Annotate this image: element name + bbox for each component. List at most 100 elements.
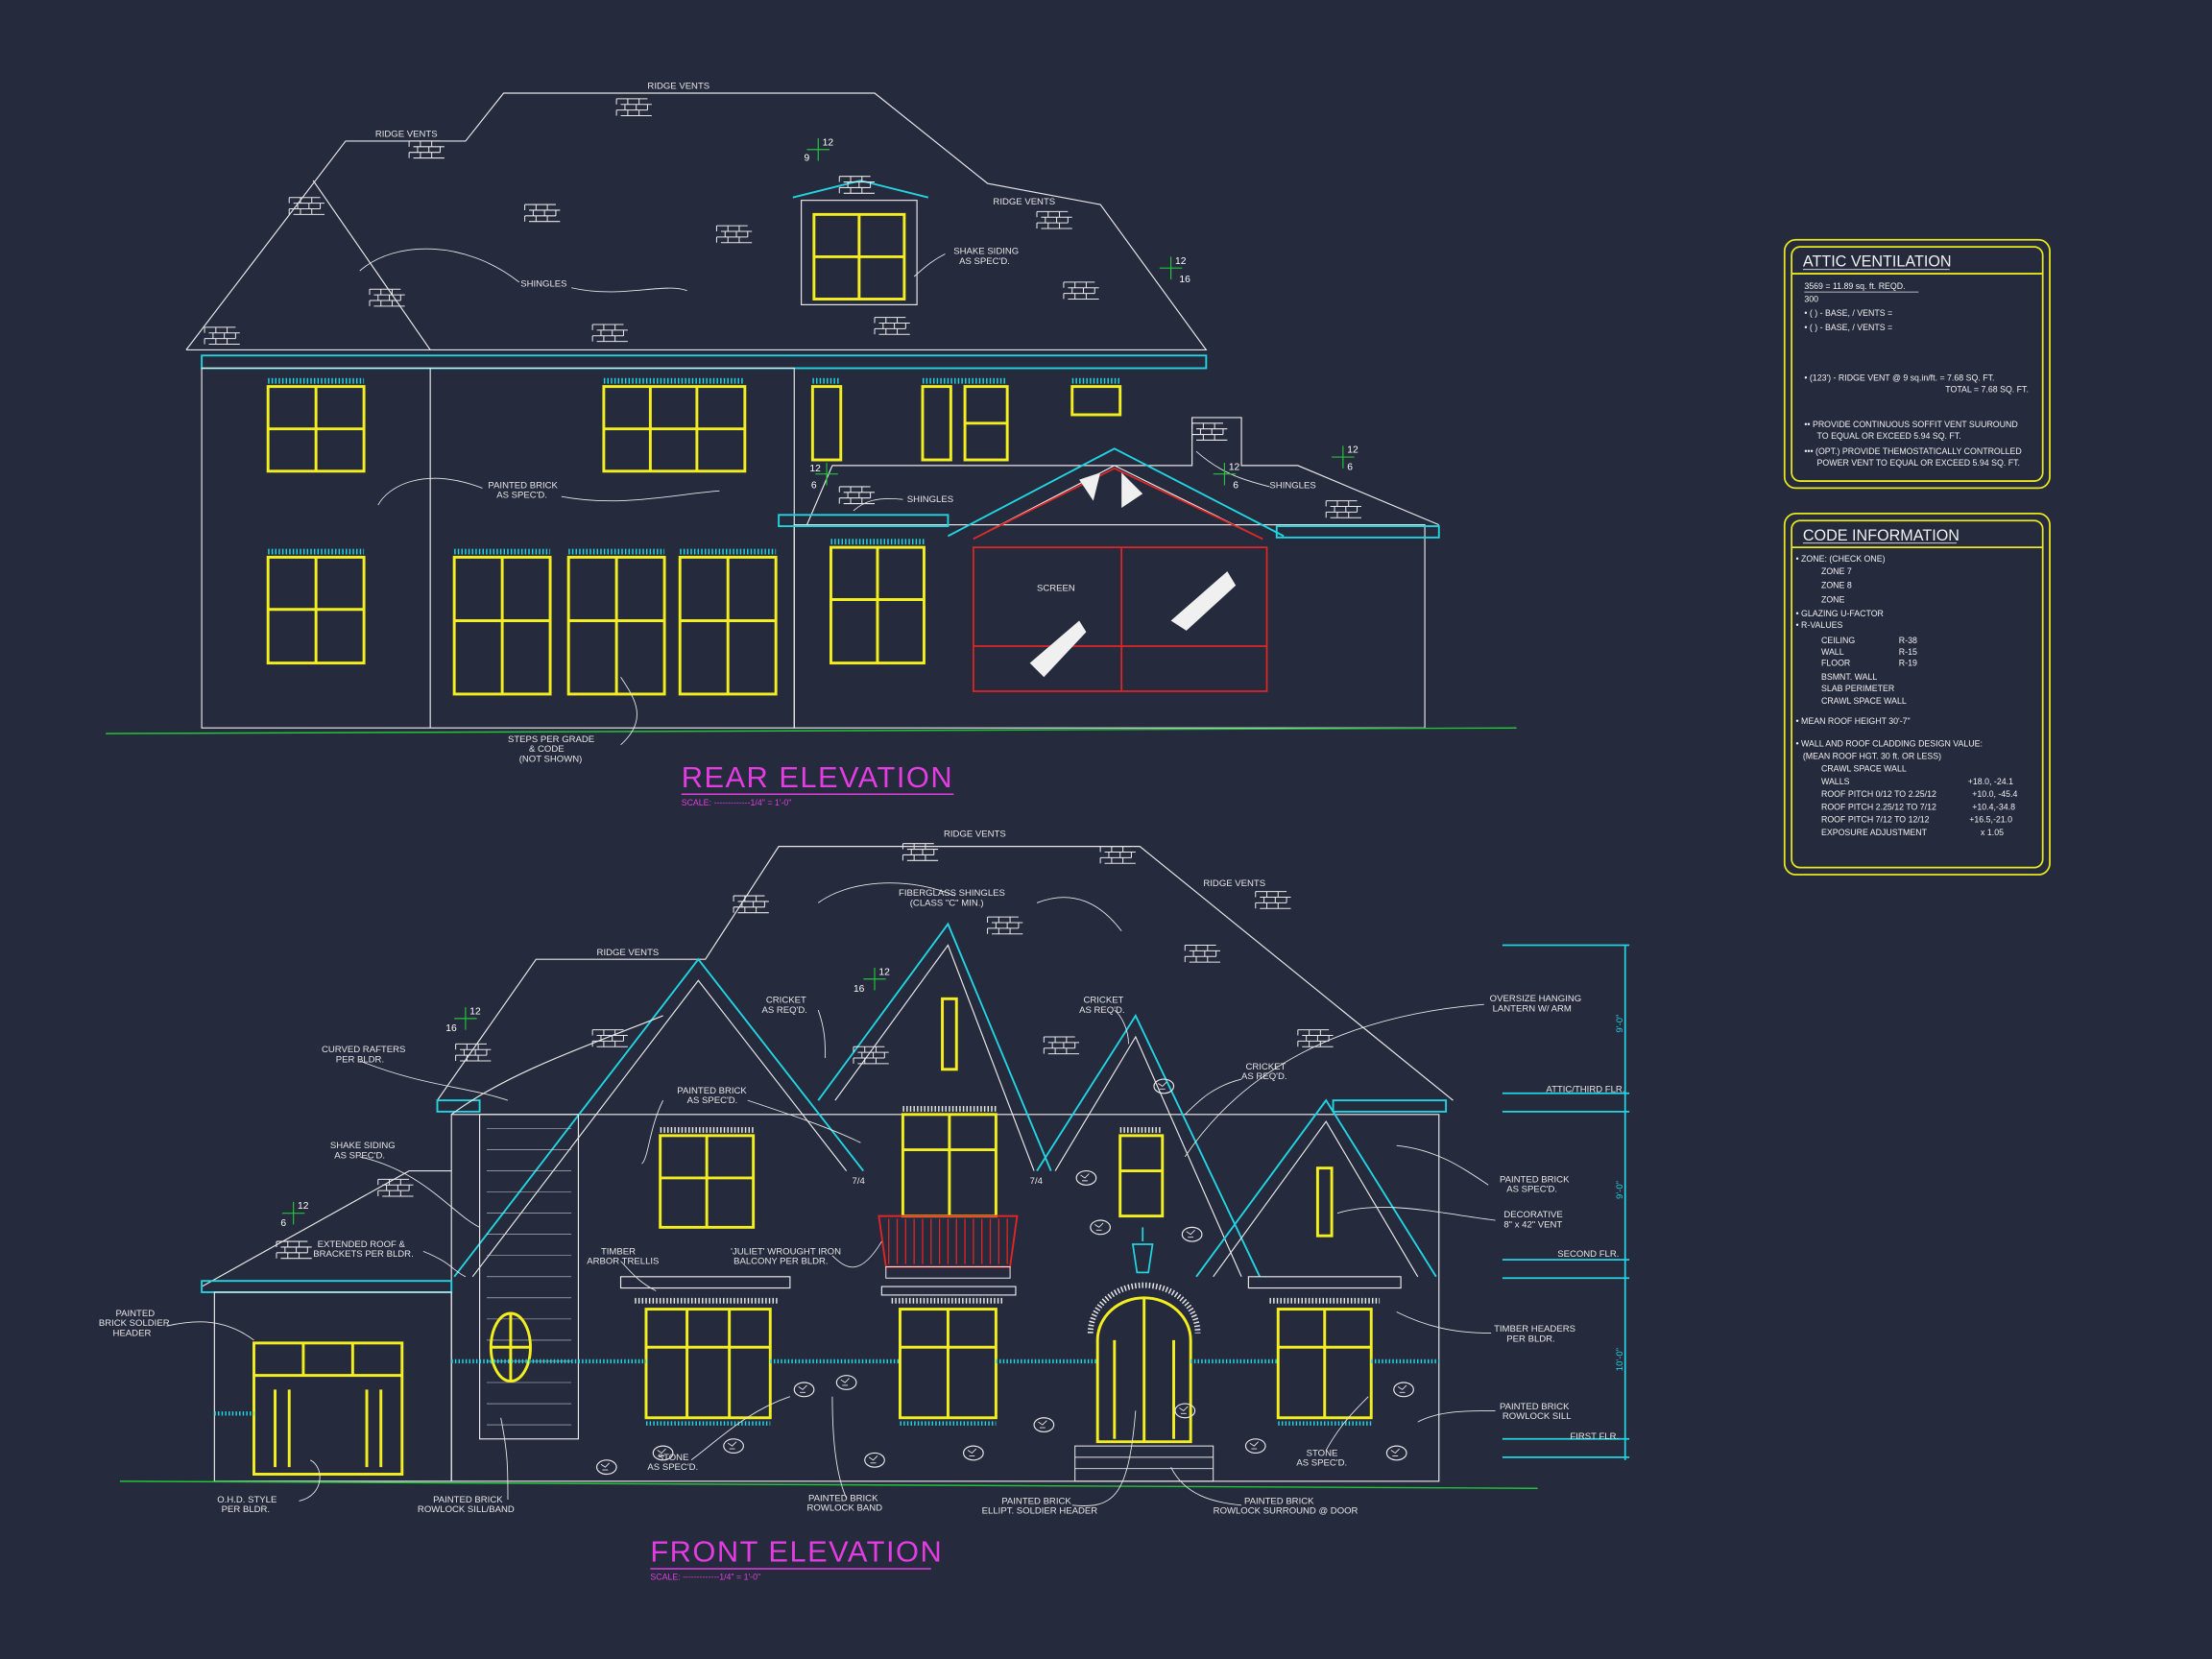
- trellis-beams: [619, 1276, 1402, 1296]
- panel-line: • ( ) - BASE, / VENTS =: [1804, 308, 1892, 318]
- front-entry-door: [1095, 1296, 1192, 1444]
- panel-line: WALL: [1821, 647, 1844, 657]
- label: ROWLOCK SILL/BAND: [418, 1504, 515, 1515]
- screen-gable: [973, 467, 1263, 541]
- label: RIDGE VENTS: [993, 197, 1055, 207]
- front-elevation-scale: SCALE: -------------1/4" = 1'-0": [650, 1573, 760, 1582]
- label: PAINTED BRICK: [808, 1493, 878, 1503]
- front-labels: RIDGE VENTS RIDGE VENTS RIDGE VENTS FIBE…: [99, 829, 1625, 1516]
- rear-fascia: [201, 354, 1208, 370]
- rear-roof-hip: [312, 180, 431, 350]
- front-right-gable-inner: [1054, 1035, 1242, 1278]
- panel-line: • WALL AND ROOF CLADDING DESIGN VALUE:: [1796, 738, 1983, 748]
- hanging-lantern-icon: [1131, 1227, 1154, 1274]
- garage-door-panels: [253, 1342, 402, 1468]
- label: SHAKE SIDING: [953, 246, 1019, 256]
- label: OVERSIZE HANGING: [1490, 994, 1581, 1004]
- label: HEADER: [113, 1329, 152, 1339]
- label: AS SPEC'D.: [959, 256, 1010, 267]
- panel-line: ••• (OPT.) PROVIDE THEMOSTATICALLY CONTR…: [1804, 446, 2021, 456]
- panel-line: • ( ) - BASE, / VENTS =: [1804, 323, 1892, 332]
- panel-line: •• PROVIDE CONTINUOUS SOFFIT VENT SUUROU…: [1804, 420, 2017, 429]
- rear-main-wall: [201, 367, 795, 729]
- level-label-first: FIRST FLR.: [1570, 1431, 1619, 1442]
- label: CRICKET: [1083, 996, 1123, 1006]
- garage-wing-wall: [213, 1291, 452, 1482]
- front-right-gable: [1036, 1013, 1262, 1278]
- label: ROWLOCK SURROUND @ DOOR: [1214, 1506, 1358, 1517]
- label: ARBOR TRELLIS: [587, 1257, 659, 1267]
- label: PER BLDR.: [336, 1054, 384, 1065]
- pitch-rise: 12: [1347, 445, 1358, 456]
- label: PAINTED BRICK: [1244, 1496, 1314, 1506]
- panel-line: 300: [1804, 294, 1818, 303]
- panel-line: ZONE: [1821, 594, 1845, 604]
- label: 'JULIET' WROUGHT IRON: [731, 1246, 841, 1257]
- label: TIMBER: [601, 1246, 636, 1257]
- panel-line: SLAB PERIMETER: [1821, 684, 1894, 693]
- label: BALCONY PER BLDR.: [733, 1257, 829, 1267]
- pitch-run: 16: [445, 1023, 457, 1034]
- window-headers-and-trellis: [635, 1106, 1381, 1304]
- level-label-second: SECOND FLR.: [1557, 1249, 1619, 1260]
- pitch-run: 6: [811, 480, 817, 491]
- panel-line: CRAWL SPACE WALL: [1821, 764, 1907, 774]
- label: AS REQ'D.: [1241, 1071, 1286, 1082]
- label: STONE: [658, 1453, 689, 1463]
- panel-line: ROOF PITCH 2.25/12 TO 7/12: [1821, 802, 1936, 811]
- panel-line: ROOF PITCH 0/12 TO 2.25/12: [1821, 789, 1936, 799]
- front-main-roof-outline: [437, 846, 1454, 1101]
- pitch-rise: 12: [1175, 256, 1187, 267]
- label: PER BLDR.: [1506, 1334, 1554, 1344]
- label: SHAKE SIDING: [330, 1141, 396, 1151]
- panel-line: ROOF PITCH 7/12 TO 12/12: [1821, 815, 1930, 825]
- panel-line: R-15: [1899, 647, 1917, 657]
- panel-line: R-38: [1899, 636, 1917, 645]
- panel-line: EXPOSURE ADJUSTMENT: [1821, 828, 1928, 837]
- rear-screen-porch: [972, 546, 1268, 692]
- front-grade-line: [119, 1480, 1538, 1489]
- front-roof-vents: [276, 843, 1334, 1260]
- level-label-attic: ATTIC/THIRD FLR.: [1546, 1084, 1624, 1094]
- panel-line: ZONE 7: [1821, 566, 1852, 576]
- label: EXTENDED ROOF &: [318, 1239, 406, 1250]
- code-information-title: CODE INFORMATION: [1803, 527, 1960, 544]
- rear-elevation: RIDGE VENTS RIDGE VENTS RIDGE VENTS SHIN…: [106, 82, 1517, 807]
- label: RIDGE VENTS: [944, 829, 1006, 839]
- panel-line: BSMNT. WALL: [1821, 672, 1877, 682]
- label: O.H.D. STYLE: [217, 1495, 276, 1505]
- pitch-run: 9: [805, 154, 810, 164]
- front-steps: [1074, 1445, 1214, 1482]
- front-fascia: [436, 1099, 481, 1113]
- label: BRACKETS PER BLDR.: [313, 1249, 414, 1260]
- rear-lower-wing-wall: [793, 524, 1426, 729]
- label: & CODE: [529, 744, 565, 755]
- label: CURVED RAFTERS: [322, 1045, 405, 1055]
- label: AS SPEC'D.: [496, 491, 547, 501]
- label: (NOT SHOWN): [519, 754, 583, 764]
- panel-line: +18.0, -24.1: [1968, 777, 2013, 786]
- rear-elevation-title: REAR ELEVATION: [682, 760, 953, 794]
- label: PAINTED BRICK: [433, 1495, 503, 1505]
- label: SHINGLES: [907, 494, 953, 505]
- pitch-cross-marks: [281, 968, 886, 1225]
- panel-line: x 1.05: [1981, 828, 2004, 837]
- panel-line: • GLAZING U-FACTOR: [1796, 609, 1884, 618]
- panel-line: +10.0, -45.4: [1972, 789, 2017, 799]
- sill-bands: [214, 1358, 1439, 1426]
- panel-line: (MEAN ROOF HGT. 30 ft. OR LESS): [1803, 752, 1941, 761]
- dimension-label: 9'-0": [1615, 1015, 1625, 1033]
- pitch-rise: 12: [1229, 462, 1240, 472]
- label: CRICKET: [1245, 1062, 1286, 1072]
- label: SHINGLES: [1269, 480, 1315, 491]
- label: PAINTED BRICK: [677, 1086, 747, 1096]
- label: PAINTED BRICK: [1500, 1402, 1570, 1412]
- label: BRICK SOLDIER: [99, 1318, 170, 1329]
- attic-ventilation-title: ATTIC VENTILATION: [1803, 253, 1952, 271]
- front-center-gable-inner: [834, 944, 1035, 1171]
- panel-line: CEILING: [1821, 636, 1855, 645]
- pitch-run: 16: [1179, 275, 1190, 285]
- panel-line: • MEAN ROOF HEIGHT 30'-7": [1796, 716, 1911, 726]
- panel-line: TOTAL = 7.68 SQ. FT.: [1945, 384, 2029, 394]
